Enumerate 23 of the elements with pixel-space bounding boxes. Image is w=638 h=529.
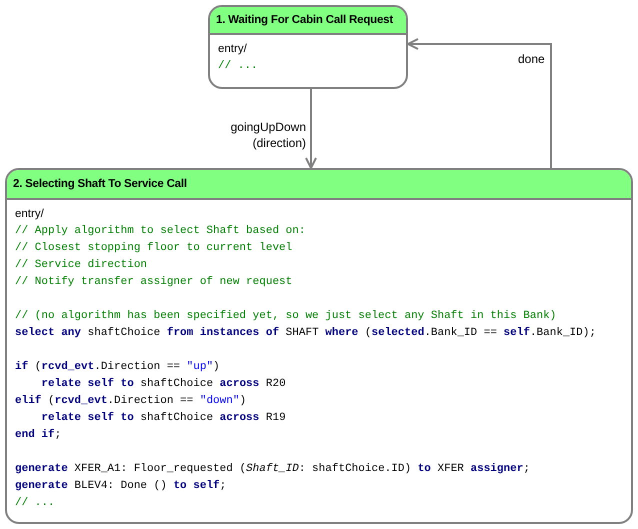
- code-line: generate BLEV4: Done () to self;: [15, 478, 226, 494]
- state-box: [208, 5, 408, 89]
- state-box: [5, 168, 633, 524]
- code-line: if (rcvd_evt.Direction == "up"): [15, 360, 220, 375]
- code-line: select any shaftChoice from instances of SHAFT where (selected.Bank_ID == self.Bank_ID);: [15, 326, 596, 341]
- code-line: end if;: [15, 428, 62, 443]
- code-comment: // ...: [218, 59, 258, 74]
- code-comment: // Service direction: [15, 258, 148, 273]
- code-line: relate self to shaftChoice across R19: [40, 410, 286, 426]
- code-comment: // Closest stopping floor to current level: [15, 241, 292, 256]
- code-comment: // Apply algorithm to select Shaft based on:: [15, 224, 306, 239]
- state-title: 2. Selecting Shaft To Service Call: [7, 170, 631, 200]
- code-line: relate self to shaftChoice across R20: [40, 376, 286, 392]
- code-line: generate XFER_A1: Floor_requested (Shaft_ID: shaftChoice.ID) to XFER assigner;: [15, 462, 530, 477]
- entry-label: entry/: [15, 207, 44, 222]
- code-line: elif (rcvd_evt.Direction == "down"): [15, 394, 246, 409]
- code-comment: // ...: [15, 496, 55, 511]
- entry-label: entry/: [218, 42, 247, 57]
- code-comment: // Notify transfer assigner of new request: [15, 275, 292, 290]
- transition-arrow: [407, 38, 552, 168]
- code-comment: // (no algorithm has been specified yet, so we just select any Shaft in this Bank): [15, 309, 556, 324]
- transition-arrow: [305, 89, 317, 169]
- state-title: 1. Waiting For Cabin Call Request: [210, 7, 406, 35]
